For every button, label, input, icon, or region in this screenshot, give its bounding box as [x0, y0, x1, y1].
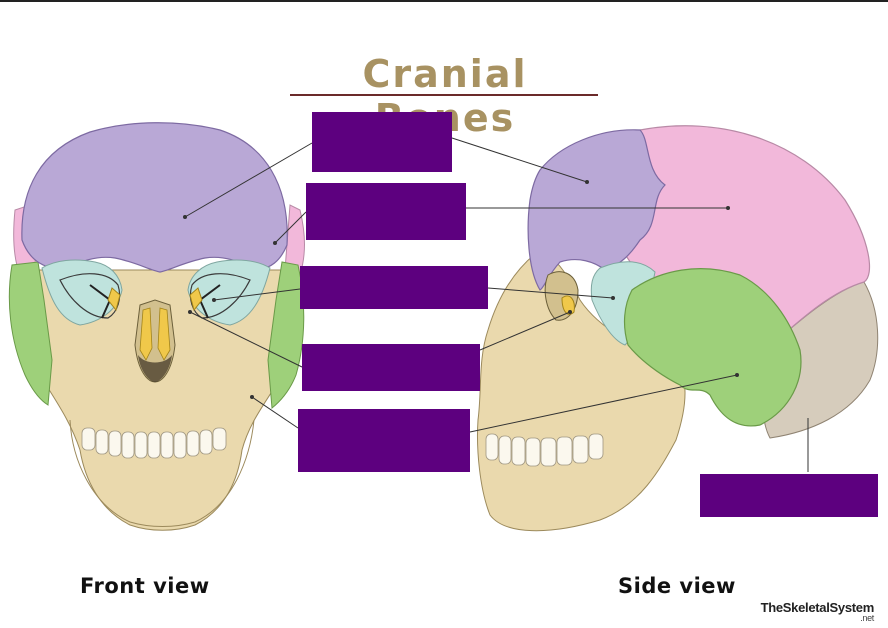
front-nasal-yellow — [139, 307, 153, 361]
leader-lines — [184, 137, 809, 472]
brand-name: TheSkeletalSystem — [760, 600, 875, 615]
label-box-occipital[interactable] — [700, 474, 878, 517]
label-box-parietal[interactable] — [306, 183, 466, 240]
front-frontal-bone — [21, 122, 288, 273]
front-skull — [8, 122, 305, 531]
label-box-frontal[interactable] — [312, 112, 452, 172]
front-temporal-left — [8, 261, 53, 406]
side-sphenoid — [590, 261, 656, 346]
front-teeth — [81, 427, 227, 459]
brand-suffix: .net — [860, 613, 874, 623]
front-ethmoid-left — [107, 287, 121, 312]
side-teeth — [485, 433, 604, 467]
front-sphenoid-left — [41, 259, 123, 326]
side-ethmoid — [561, 295, 575, 315]
label-box-ethmoid[interactable] — [302, 344, 480, 391]
side-view-caption: Side view — [618, 574, 736, 598]
side-skull — [477, 125, 879, 532]
front-view-caption: Front view — [80, 574, 210, 598]
front-ethmoid-right — [189, 287, 203, 312]
title-underline — [290, 94, 598, 96]
front-orbit-left — [59, 273, 121, 319]
brand-logo: TheSkeletalSystem .net — [760, 600, 875, 623]
label-box-temporal[interactable] — [298, 409, 470, 472]
label-box-sphenoid[interactable] — [300, 266, 488, 309]
front-sphenoid-right — [187, 259, 271, 326]
side-temporal — [623, 268, 802, 427]
